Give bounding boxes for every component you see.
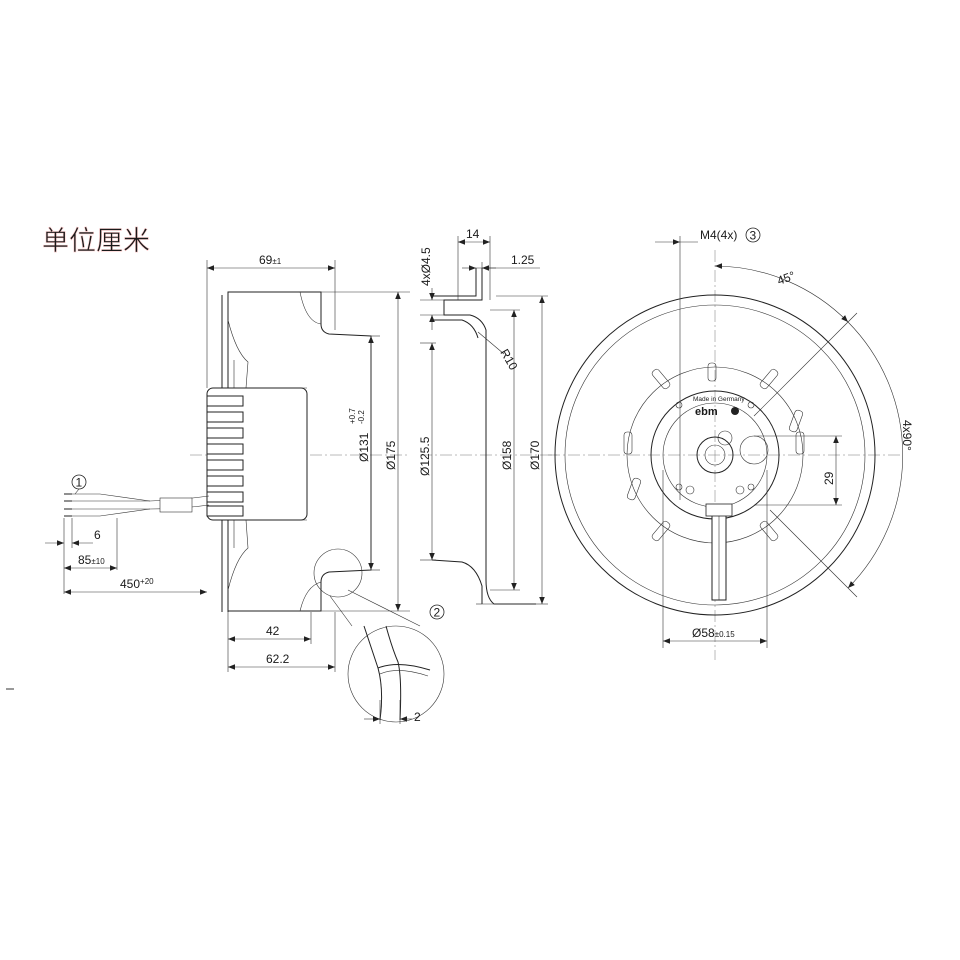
thread-callout: M4(4x) [700, 228, 737, 242]
angle-45: 45° [775, 268, 797, 287]
callout-3: 3 [750, 229, 757, 243]
dim-175: Ø175 [384, 440, 398, 470]
shaft-boss [696, 436, 734, 474]
dim-29: 29 [822, 471, 836, 485]
callout-1: 1 [76, 476, 83, 490]
cooling-fins [206, 395, 244, 517]
dim-85: 85±10 [78, 553, 105, 567]
dim-42: 42 [266, 624, 280, 638]
lower-blade-contour [227, 519, 322, 612]
dim-1-25: 1.25 [511, 253, 535, 267]
dim-4xd4-5: 4xØ4.5 [419, 247, 433, 286]
radial-line-45 [753, 312, 858, 417]
callout-2-circle [429, 604, 445, 620]
callout-3-circle [745, 227, 761, 243]
thread-holes [685, 485, 745, 495]
dim-450: 450+20 [120, 577, 154, 591]
section-lower-lip [431, 559, 483, 604]
dim-62: 62.2 [266, 652, 290, 666]
upper-blade-contour [227, 291, 322, 389]
dim-69: 69±1 [259, 253, 282, 267]
arc-4x90 [847, 321, 904, 589]
plate-holes [675, 401, 755, 491]
dim-131-group: Ø131 +0.7 -0.2 [348, 408, 371, 462]
front-view: Made in Germany ebm M4(4x) 3 45° 4x90° 2… [548, 227, 914, 660]
dim-131-tol-plus: +0.7 [348, 408, 357, 424]
section-profile-inner [432, 268, 479, 339]
detail-circle-small [313, 548, 363, 598]
angle-4x90: 4x90° [900, 420, 914, 451]
section-view: 14 1.25 4xØ4.5 R10 Ø125.5 Ø158 Ø170 2 [418, 227, 560, 620]
dim-6: 6 [94, 528, 101, 542]
dim-14: 14 [466, 227, 480, 241]
hub-made-in: Made in Germany [693, 396, 745, 403]
brand-logo-icon [731, 407, 739, 415]
motor-cable [72, 493, 210, 517]
label-pad-top [717, 430, 733, 446]
radial-line-135 [769, 509, 858, 598]
side-view: 1 69±1 Ø131 +0.7 -0.2 Ø175 42 [45, 253, 445, 724]
dim-170: Ø170 [528, 440, 542, 470]
dim-131-tol-minus: -0.2 [357, 410, 366, 424]
dim-131: Ø131 [357, 432, 371, 462]
detail-circle-large [347, 625, 445, 723]
dim-58: Ø58±0.15 [692, 626, 735, 640]
shaft [704, 444, 726, 466]
section-profile [443, 268, 536, 605]
dim-125-5: Ø125.5 [418, 436, 432, 476]
dim-r10: R10 [497, 347, 520, 373]
label-pad-right [739, 435, 769, 465]
callout-2: 2 [434, 606, 441, 620]
vent-slots [623, 362, 805, 542]
leader-r10 [477, 331, 505, 355]
units-label: 单位厘米 [42, 226, 150, 256]
arc-45 [714, 263, 849, 323]
cable-wire-ends [64, 493, 72, 517]
dim-158: Ø158 [500, 440, 514, 470]
detail-profile [363, 625, 431, 721]
dim-2: 2 [414, 710, 421, 724]
hub-brand: ebm [695, 406, 718, 418]
